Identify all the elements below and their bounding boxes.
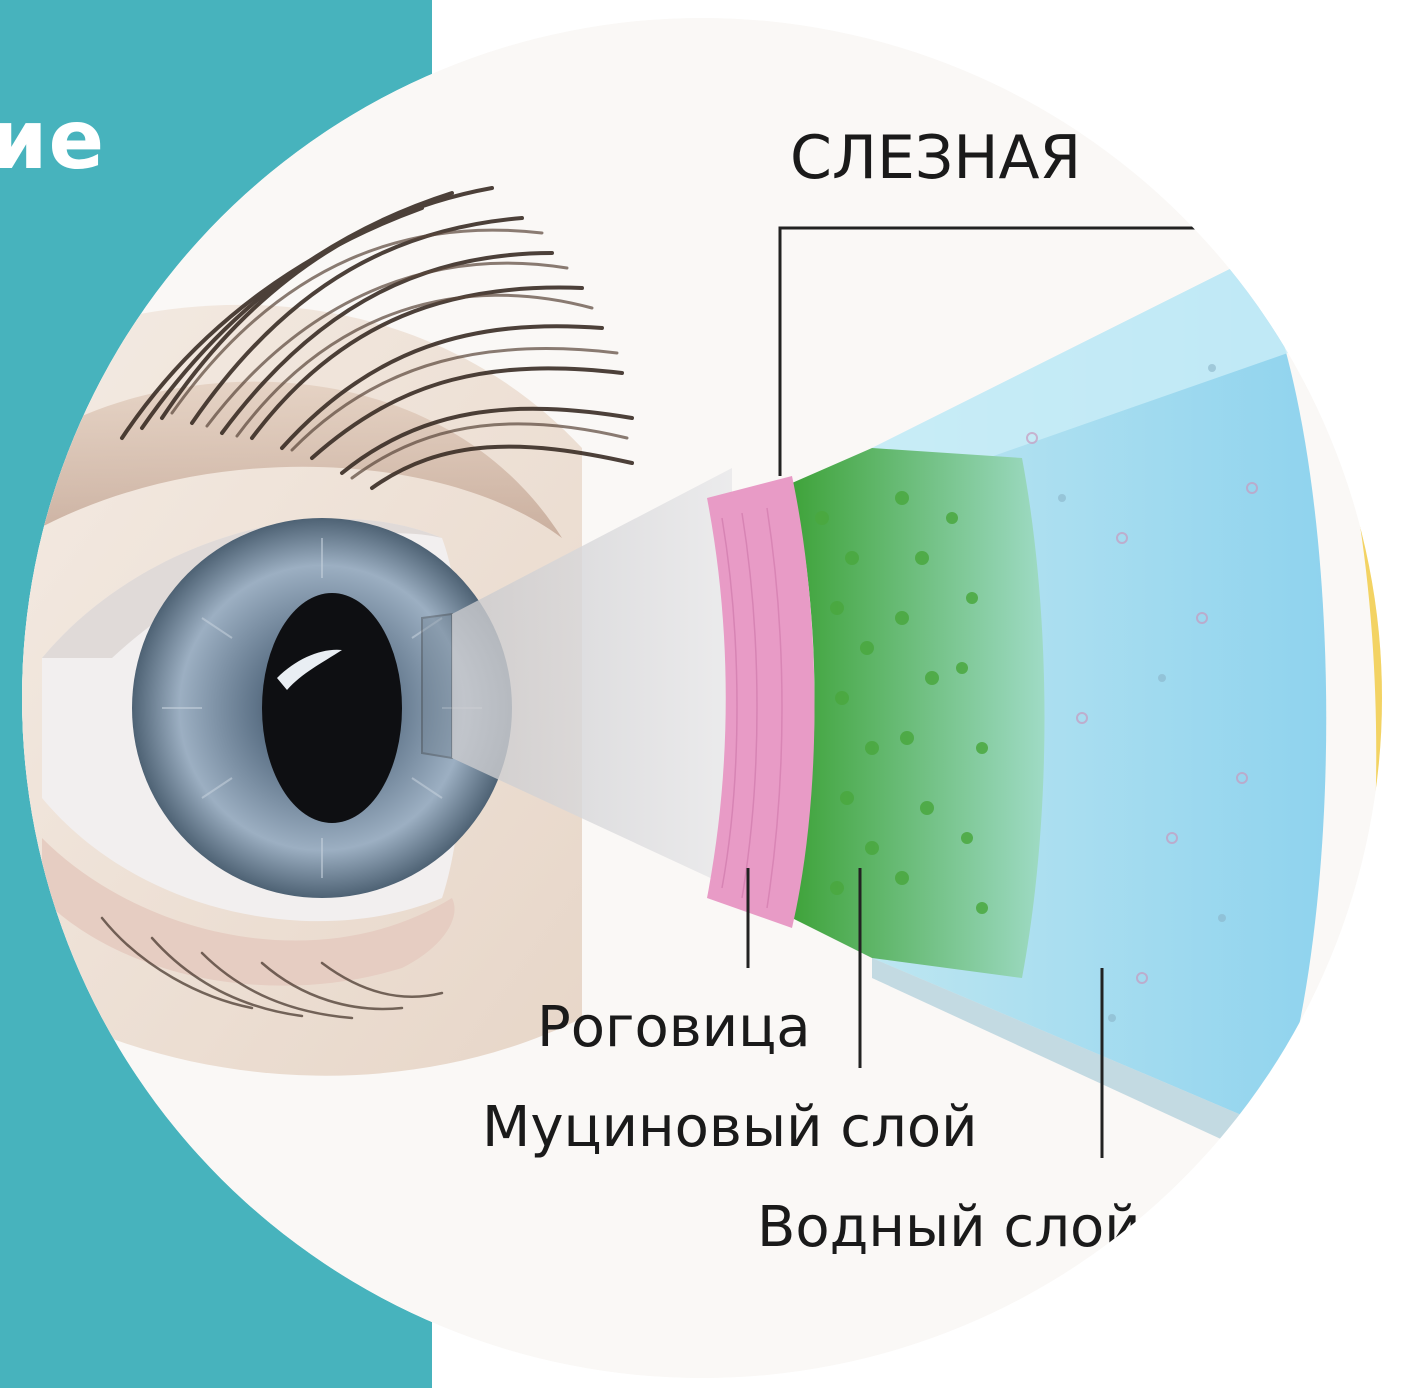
aqueous-layer-label: Водный слой [757,1200,1141,1256]
mucin-layer [792,448,1045,978]
cornea-label: Роговица [537,1000,811,1056]
tear-film-header-label: СЛЕЗНАЯ [790,128,1081,188]
mucin-layer-label: Муциновый слой [482,1100,978,1156]
pupil [262,593,402,823]
eye-tear-film-illustration: СЛЕЗНАЯ Роговица Муциновый слой Водный с… [22,18,1382,1378]
